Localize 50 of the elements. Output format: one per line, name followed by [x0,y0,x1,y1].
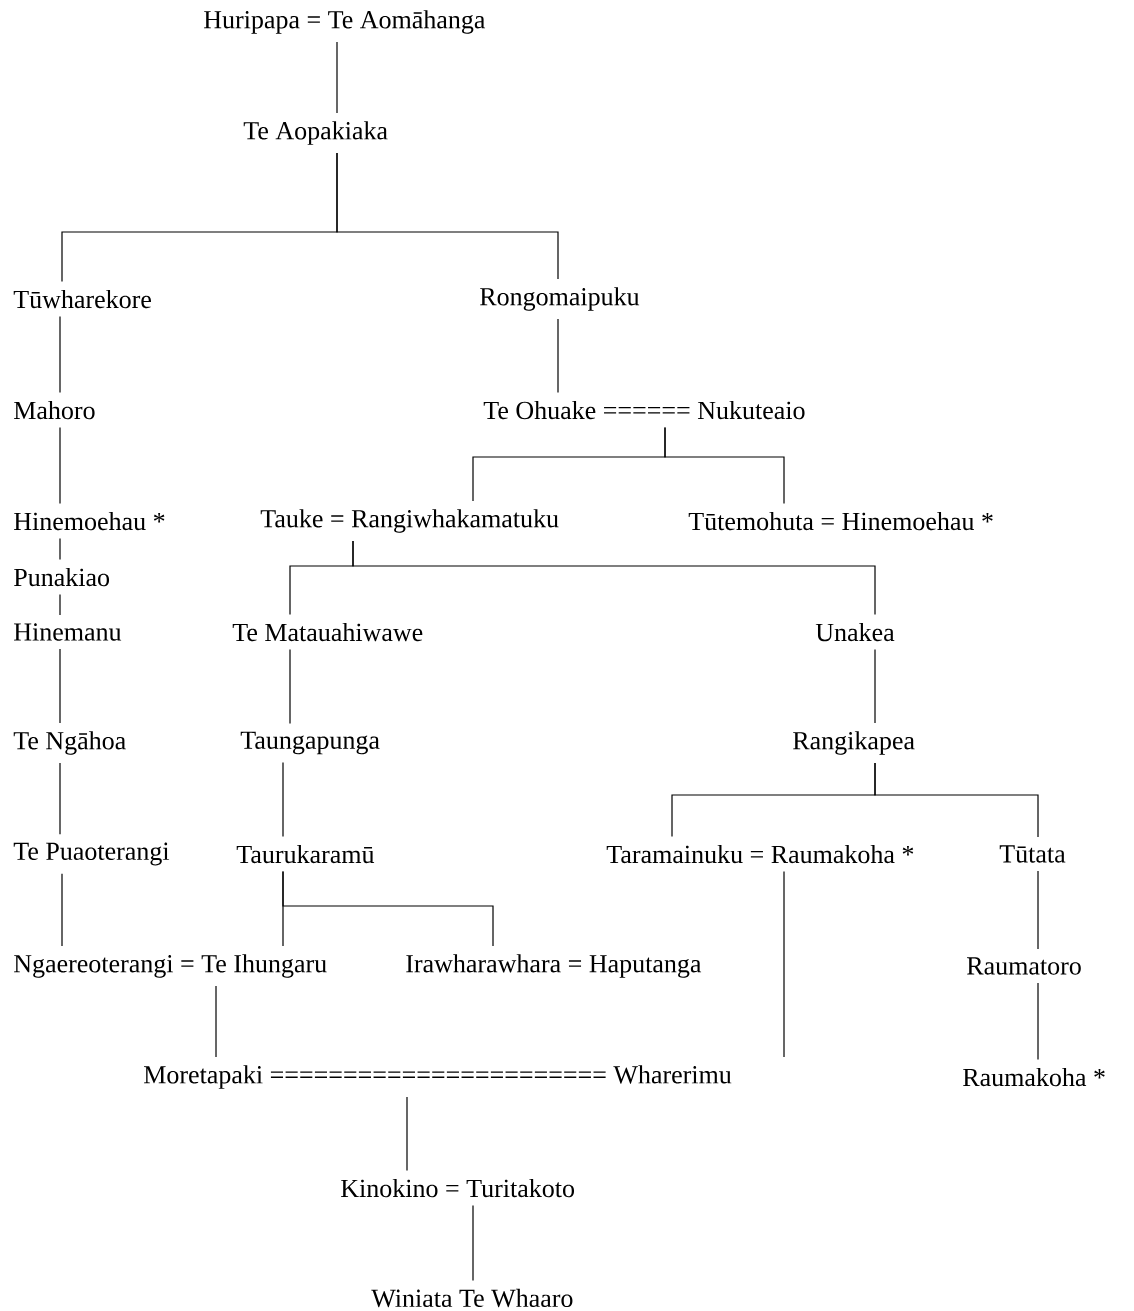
person-name: Te Ngāhoa [13,731,126,755]
descent-line [59,315,61,394]
person-name: Moretapaki ======================= Wharerimu [144,1065,732,1089]
descent-line [874,648,876,724]
person-name: Huripapa = Te Aomāhanga [204,10,486,34]
descent-line [557,318,559,394]
person-name: Irawharawhara = Haputanga [406,954,702,978]
descent-line [282,762,284,838]
descent-line [215,985,217,1058]
descent-line [472,1204,474,1282]
person-name: Hinemoehau * [14,511,165,531]
descent-line [59,426,61,505]
descent-line [59,762,61,835]
person-name: Punakiao [14,567,110,587]
person-name: Hinemanu [14,623,122,641]
descent-line [783,870,785,1058]
descent-line [59,648,61,724]
person-name: Raumatoro [967,957,1081,975]
person-name: Taurukaramū [236,844,375,864]
descent-line [59,593,61,616]
person-name: Taramainuku = Raumakoha * [606,844,914,864]
person-name: Tauke = Rangiwhakamatuku [260,509,559,533]
person-name: Tūtata [999,845,1066,863]
descent-line [282,870,494,947]
person-name: Tūtemohuta = Hinemoehau * [688,511,993,531]
person-name: Te Ohuake ====== Nukuteaio [483,400,805,420]
person-name: Ngaereoterangi = Te Ihungaru [14,954,327,978]
person-name: Te Puaoterangi [13,842,170,866]
descent-line [1037,982,1039,1061]
person-name: Taungapunga [240,731,380,755]
person-name: Te Matauahiwawe [232,622,423,642]
descent-line [61,873,63,947]
descent-line [336,152,559,280]
person-name: Rongomaipuku [480,287,640,311]
descent-line [289,648,291,724]
person-name: Mahoro [14,400,95,420]
person-name: Te Aopakiaka [243,121,388,145]
descent-line [59,537,61,561]
descent-line [874,762,1039,838]
person-name: Rangikapea [793,731,915,755]
person-name: Raumakoha * [963,1067,1105,1087]
person-name: Unakea [815,622,895,642]
descent-line [352,540,876,616]
descent-line [1037,870,1039,950]
descent-line [664,426,785,505]
descent-line [406,1096,408,1172]
person-name: Kinokino = Turitakoto [341,1178,574,1198]
person-name: Tūwharekore [13,289,151,309]
descent-line [336,41,338,114]
person-name: Winiata Te Whaaro [371,1288,573,1308]
